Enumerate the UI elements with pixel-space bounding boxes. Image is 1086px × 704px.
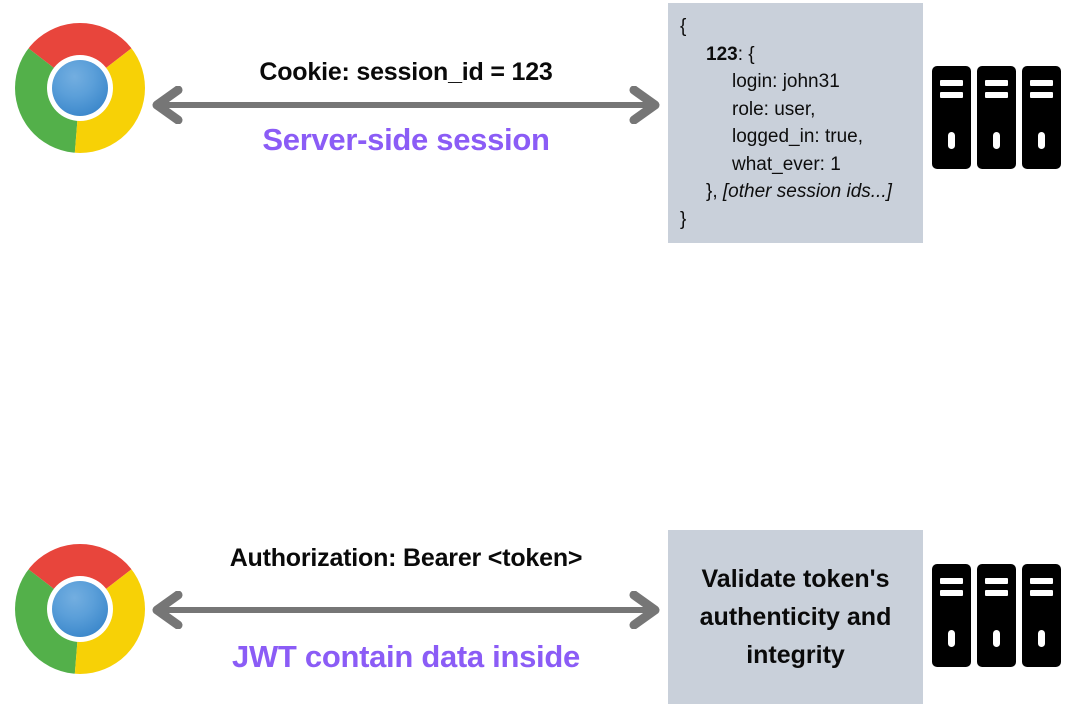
server-slot: [1030, 590, 1053, 596]
server-slot: [940, 590, 963, 596]
server-unit: [1022, 66, 1061, 169]
server-slot: [1030, 80, 1053, 86]
server-side-session-label: Server-side session: [262, 122, 550, 157]
session-json-token: }: [680, 208, 687, 230]
server-power-led: [993, 630, 1000, 647]
server-slot: [1030, 92, 1053, 98]
session-json-token: [other session ids...]: [722, 181, 892, 202]
server-slot: [940, 80, 963, 86]
double-headed-arrow-icon: [152, 86, 660, 124]
server-slot: [940, 92, 963, 98]
server-slot: [985, 80, 1008, 86]
server-side-session-row: Cookie: session_id = 123 Server-side ses…: [0, 0, 1086, 248]
server-power-led: [993, 132, 1000, 149]
session-json-line: role: user,: [680, 96, 923, 124]
server-unit: [1022, 564, 1061, 667]
server-unit: [932, 66, 971, 169]
server-unit: [932, 564, 971, 667]
server-unit: [977, 66, 1016, 169]
double-headed-arrow-icon: [152, 591, 660, 629]
server-slot: [985, 578, 1008, 584]
authorization-header-label: Authorization: Bearer <token>: [229, 544, 583, 572]
server-power-led: [948, 132, 955, 149]
session-json-line: {: [680, 13, 923, 41]
session-json-token: {: [680, 16, 687, 37]
server-slot: [985, 92, 1008, 98]
jwt-mechanism-label: JWT contain data inside: [232, 639, 580, 674]
jwt-row: Authorization: Bearer <token> JWT contai…: [0, 258, 1086, 704]
chrome-browser-logo: [15, 544, 145, 674]
session-json-token: },: [706, 181, 723, 202]
session-json-line: }: [680, 206, 923, 234]
server-slot: [940, 578, 963, 584]
session-json-token: 123: [706, 43, 738, 65]
session-json-token: : {: [737, 43, 755, 65]
server-unit: [977, 564, 1016, 667]
token-validation-text: Validate token's authenticity and integr…: [699, 565, 892, 669]
session-json-token: role: user,: [732, 98, 816, 120]
session-json-token: login: john31: [732, 71, 840, 92]
server-slot: [985, 590, 1008, 596]
session-json-line: logged_in: true,: [680, 123, 923, 151]
session-json-line: 123: {: [680, 41, 923, 69]
server-power-led: [1038, 132, 1045, 149]
session-json-line: login: john31: [680, 68, 923, 96]
chrome-blue-core: [52, 581, 108, 637]
cookie-request-label: Cookie: session_id = 123: [259, 58, 553, 86]
server-rack-icon: [932, 66, 1061, 169]
token-validation-panel: Validate token's authenticity and integr…: [668, 530, 923, 704]
server-slot: [1030, 578, 1053, 584]
session-json-line: }, [other session ids...]: [680, 178, 923, 206]
server-power-led: [1038, 630, 1045, 647]
chrome-browser-logo: [15, 23, 145, 153]
server-power-led: [948, 630, 955, 647]
session-json-line: what_ever: 1: [680, 151, 923, 179]
chrome-blue-core: [52, 60, 108, 116]
session-json-token: logged_in: true,: [732, 126, 863, 147]
session-json-token: what_ever: 1: [732, 153, 841, 175]
server-rack-icon: [932, 564, 1061, 667]
